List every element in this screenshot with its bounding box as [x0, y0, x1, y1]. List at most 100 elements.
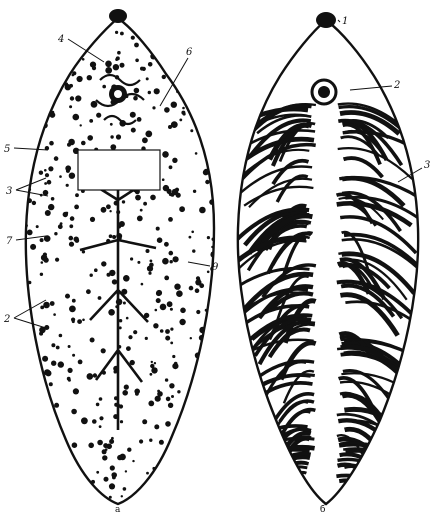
vitellaria-dot: [150, 364, 154, 368]
vitellaria-dot: [66, 459, 68, 461]
vitellaria-dot: [119, 221, 125, 227]
vitellaria-dot: [101, 207, 107, 213]
vitellaria-dot: [97, 440, 103, 446]
vitellaria-dot: [200, 428, 206, 434]
vitellaria-dot: [208, 450, 211, 453]
vitellaria-dot: [186, 42, 189, 45]
vitellaria-dot: [46, 460, 51, 465]
vitellaria-dot: [49, 105, 51, 107]
vitellaria-dot: [131, 36, 135, 40]
vitellaria-dot: [207, 271, 210, 274]
vitellaria-dot: [72, 299, 76, 303]
vitellaria-dot: [210, 379, 216, 385]
vitellaria-dot: [132, 460, 134, 462]
vitellaria-dot: [150, 260, 153, 263]
vitellaria-dot: [211, 326, 217, 332]
vitellaria-dot: [48, 204, 54, 210]
left-oral-sucker: [109, 9, 127, 23]
vitellaria-dot: [39, 126, 42, 129]
vitellaria-dot: [40, 394, 46, 400]
vitellaria-dot: [102, 455, 107, 460]
vitellaria-dot: [86, 289, 91, 294]
vitellaria-dot: [96, 113, 101, 118]
vitellaria-dot: [72, 71, 76, 75]
vitellaria-dot: [91, 101, 98, 108]
vitellaria-dot: [27, 127, 31, 131]
label-4: 4: [57, 34, 64, 45]
vitellaria-dot: [99, 397, 103, 401]
vitellaria-dot: [165, 329, 170, 334]
right-central-channel: [318, 110, 334, 480]
vitellaria-dot: [112, 476, 116, 480]
vitellaria-dot: [109, 496, 112, 499]
vitellaria-dot: [68, 345, 71, 348]
right-panel-caption: б: [320, 504, 325, 515]
vitellaria-dot: [170, 260, 173, 263]
label-3: 3: [6, 186, 12, 197]
vitellaria-dot: [54, 403, 59, 408]
vitellaria-dot: [171, 121, 178, 128]
vitellaria-dot: [121, 495, 123, 497]
vitellaria-dot: [207, 464, 213, 470]
left-specimen: [21, 9, 218, 504]
vitellaria-dot: [45, 210, 51, 216]
vitellaria-dot: [173, 256, 179, 262]
vitellaria-dot: [155, 35, 161, 41]
vitellaria-dot: [99, 425, 102, 428]
vitellaria-dot: [203, 136, 209, 142]
vitellaria-dot: [134, 43, 139, 48]
vitellaria-dot: [113, 64, 119, 70]
vitellaria-dot: [44, 451, 49, 456]
vitellaria-dot: [26, 493, 30, 497]
vitellaria-dot: [109, 234, 113, 238]
vitellaria-dot: [31, 343, 34, 346]
vitellaria-dot: [49, 382, 53, 386]
vitellaria-dot: [69, 224, 73, 228]
vitellaria-dot: [27, 420, 31, 424]
vitellaria-dot: [171, 47, 175, 51]
vitellaria-dot: [182, 485, 185, 488]
vitellaria-dot: [172, 158, 177, 163]
vitellaria-dot: [120, 420, 123, 423]
vitellaria-dot: [52, 462, 57, 467]
vitellaria-dot: [116, 134, 121, 139]
vitellaria-dot: [189, 440, 193, 444]
vitellaria-dot: [182, 426, 185, 429]
vitellaria-dot: [171, 102, 177, 108]
vitellaria-dot: [90, 217, 95, 222]
vitellaria-dot: [25, 399, 29, 403]
vitellaria-dot: [37, 78, 40, 81]
vitellaria-dot: [157, 237, 163, 243]
vitellaria-dot: [115, 31, 118, 34]
vitellaria-dot: [199, 481, 202, 484]
vitellaria-dot: [154, 88, 160, 94]
vitellaria-dot: [205, 309, 208, 312]
vitellaria-dot: [104, 477, 109, 482]
vitellaria-dot: [174, 496, 177, 499]
vitellaria-dot: [50, 301, 55, 306]
vitellaria-dot: [126, 346, 131, 351]
vitellaria-dot: [142, 419, 147, 424]
vitellaria-dot: [145, 131, 152, 138]
vitellaria-dot: [110, 465, 115, 470]
vitellaria-dot: [92, 419, 97, 424]
vitellaria-dot: [103, 443, 108, 448]
vitellaria-dot: [123, 302, 126, 305]
vitellaria-dot: [27, 230, 33, 236]
vitellaria-dot: [146, 249, 150, 253]
vitellaria-dot: [81, 417, 88, 424]
vitellaria-dot: [65, 84, 71, 90]
vitellaria-dot: [143, 202, 147, 206]
vitellaria-dot: [137, 261, 140, 264]
vitellaria-dot: [88, 443, 94, 449]
intestinal-branch: [339, 480, 413, 515]
vitellaria-dot: [28, 41, 35, 48]
vitellaria-dot: [150, 480, 156, 486]
vitellaria-dot: [68, 368, 73, 373]
vitellaria-dot: [167, 301, 173, 307]
vitellaria-dot: [37, 36, 42, 41]
vitellaria-dot: [156, 298, 161, 303]
vitellaria-dot: [50, 112, 56, 118]
vitellaria-dot: [28, 281, 32, 285]
vitellaria-dot: [66, 212, 69, 215]
